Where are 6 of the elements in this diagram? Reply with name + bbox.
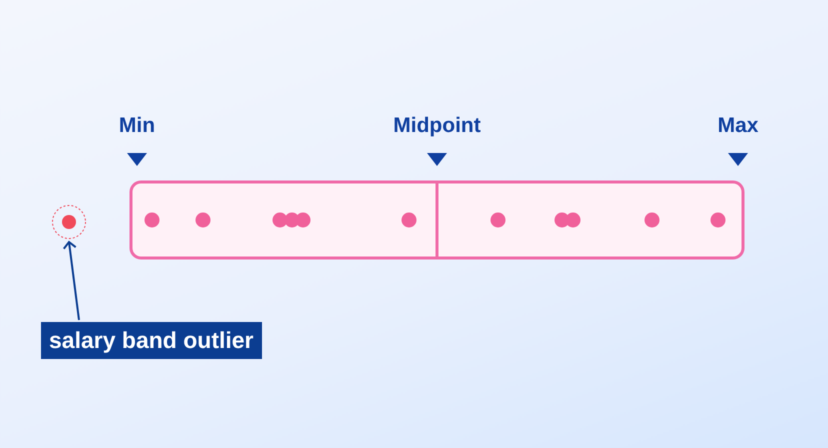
tick-label: Min [118, 114, 156, 138]
leader-line [62, 241, 80, 320]
tick-label: Max [718, 114, 758, 138]
callout-label: salary band outlier [41, 322, 262, 359]
tick-label: Midpoint [393, 114, 481, 138]
outlier-dot [51, 204, 87, 240]
